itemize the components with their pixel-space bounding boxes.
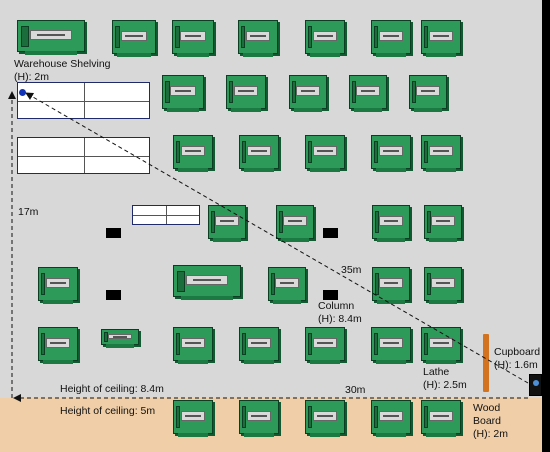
machine-icon — [372, 205, 410, 242]
machine-icon — [173, 135, 213, 172]
machine-icon — [421, 400, 461, 437]
machine-icon — [172, 20, 214, 57]
lathe-bar — [483, 334, 489, 392]
machine-icon — [371, 20, 411, 57]
machine-icon — [424, 205, 462, 242]
shelving-label: Warehouse Shelving (H): 2m — [14, 58, 111, 83]
ceiling-high-label: Height of ceiling: 8.4m — [60, 383, 164, 395]
machine-icon — [173, 265, 241, 300]
warehouse-shelving — [132, 205, 200, 225]
machine-icon — [371, 327, 411, 364]
machine-icon — [305, 135, 345, 172]
right-wall — [542, 0, 550, 452]
column-block — [106, 228, 121, 238]
machine-icon — [421, 20, 461, 57]
dim-30m-label: 30m — [345, 384, 366, 396]
machine-icon — [173, 400, 213, 437]
ceiling-low-label: Height of ceiling: 5m — [60, 405, 156, 417]
machine-icon — [112, 20, 156, 57]
machine-icon — [305, 327, 345, 364]
machine-icon — [238, 20, 278, 57]
machine-icon — [372, 267, 410, 304]
column-block — [323, 290, 338, 300]
machine-icon — [349, 75, 387, 112]
machine-icon — [162, 75, 204, 112]
dim-35m-label: 35m — [341, 264, 362, 276]
machine-icon — [371, 135, 411, 172]
column-label: Column (H): 8.4m — [318, 300, 362, 325]
dim-17m-label: 17m — [18, 206, 39, 218]
lathe-label: Lathe (H): 2.5m — [423, 366, 467, 391]
warehouse-shelving — [17, 82, 150, 119]
machine-icon — [268, 267, 306, 304]
machine-icon — [421, 135, 461, 172]
machine-icon — [289, 75, 327, 112]
cupboard-box — [529, 374, 542, 396]
machine-icon — [38, 327, 78, 364]
machine-icon — [276, 205, 314, 242]
machine-icon — [424, 267, 462, 304]
machine-icon — [101, 329, 139, 348]
machine-icon — [305, 400, 345, 437]
cupboard-label: Cupboard (H): 1.6m — [494, 346, 541, 371]
machine-icon — [409, 75, 447, 112]
column-block — [106, 290, 121, 300]
machine-icon — [17, 20, 85, 55]
machine-icon — [38, 267, 78, 304]
machine-icon — [239, 400, 279, 437]
machine-icon — [371, 400, 411, 437]
machine-icon — [239, 135, 279, 172]
machine-icon — [173, 327, 213, 364]
dim-line-35m — [25, 92, 529, 384]
woodboard-label: Wood Board (H): 2m — [473, 402, 508, 440]
machine-icon — [239, 327, 279, 364]
measurement-origin-dot — [19, 89, 26, 96]
machine-icon — [226, 75, 266, 112]
machine-icon — [305, 20, 345, 57]
machine-icon — [208, 205, 246, 242]
warehouse-shelving — [17, 137, 150, 174]
column-block — [323, 228, 338, 238]
